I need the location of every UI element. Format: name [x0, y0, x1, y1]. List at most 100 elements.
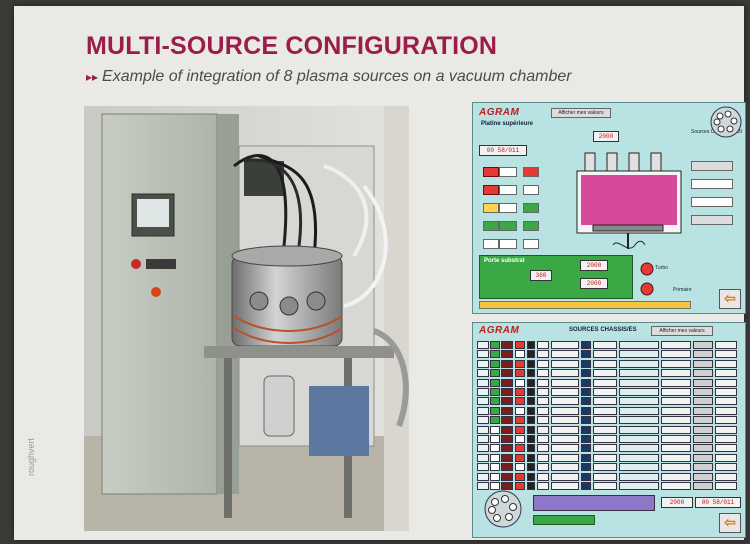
equipment-photo [84, 106, 409, 531]
table-cell[interactable] [515, 435, 525, 443]
brand-logo: AGRAM [479, 107, 520, 118]
table-cell [477, 472, 489, 481]
table-cell[interactable] [693, 341, 713, 349]
table-cell [527, 397, 535, 406]
table-cell [661, 350, 691, 359]
table-cell [537, 378, 549, 387]
table-cell [593, 425, 617, 434]
table-cell [537, 453, 549, 462]
source-toggle-10[interactable] [523, 239, 539, 249]
table-cell[interactable] [515, 425, 525, 434]
table-cell [619, 463, 659, 472]
table-cell [661, 378, 691, 387]
table-cell[interactable] [515, 472, 525, 481]
table-cell[interactable] [515, 369, 525, 378]
footer-display: 00 58/011 [695, 497, 741, 508]
table-cell[interactable] [515, 453, 525, 462]
lcd-d: 360 [530, 270, 552, 281]
source-toggle-3[interactable] [483, 203, 499, 213]
source-toggle-1[interactable] [483, 167, 499, 177]
table-cell[interactable] [515, 350, 525, 359]
source-toggle-2[interactable] [483, 185, 499, 195]
table-cell [715, 406, 737, 415]
platine-label: Platine supérieure [481, 121, 534, 127]
table-cell [661, 425, 691, 434]
table-cell [715, 350, 737, 359]
table-cell[interactable] [693, 369, 713, 378]
source-toggle-7[interactable] [523, 185, 539, 195]
table-cell [501, 482, 513, 490]
table-cell [477, 435, 489, 443]
table-cell [477, 425, 489, 434]
table-cell [551, 369, 579, 378]
source-toggle-4[interactable] [483, 221, 499, 231]
table-cell [715, 359, 737, 368]
table-cell[interactable] [693, 406, 713, 415]
table-cell[interactable] [515, 444, 525, 453]
source-toggle-8[interactable] [523, 203, 539, 213]
table-cell[interactable] [693, 472, 713, 481]
nav-back-button-2[interactable]: ⇦ [719, 513, 741, 533]
table-cell [537, 359, 549, 368]
table-cell [661, 406, 691, 415]
show-values-button-2[interactable]: Afficher mes valeurs [651, 326, 713, 336]
side-credit: roughvert [26, 437, 36, 476]
table-row [477, 388, 739, 397]
table-cell[interactable] [693, 463, 713, 472]
source-toggle-9[interactable] [523, 221, 539, 231]
table-cell[interactable] [515, 482, 525, 490]
table-cell [490, 388, 500, 396]
table-cell[interactable] [693, 453, 713, 462]
table-cell [501, 369, 513, 378]
table-cell [661, 472, 691, 481]
nav-back-button-1[interactable]: ⇦ [719, 289, 741, 309]
table-cell[interactable] [693, 350, 713, 359]
table-cell[interactable] [515, 359, 525, 368]
table-cell[interactable] [693, 359, 713, 368]
table-cell [537, 472, 549, 481]
table-cell[interactable] [515, 463, 525, 472]
table-cell[interactable] [693, 416, 713, 425]
table-cell[interactable] [515, 388, 525, 396]
table-cell [537, 444, 549, 453]
source-toggle-5[interactable] [483, 239, 499, 249]
table-cell [619, 350, 659, 359]
table-cell[interactable] [515, 406, 525, 415]
table-cell[interactable] [515, 378, 525, 387]
source-value-1 [499, 167, 517, 177]
table-row [477, 416, 739, 425]
table-cell [661, 435, 691, 443]
table-cell[interactable] [515, 416, 525, 425]
table-cell [537, 425, 549, 434]
table-cell [715, 369, 737, 378]
show-values-button[interactable]: Afficher mes valeurs [551, 108, 611, 118]
table-cell [581, 453, 591, 462]
table-cell[interactable] [693, 397, 713, 406]
table-cell [527, 444, 535, 453]
table-cell[interactable] [515, 397, 525, 406]
slide-title: MULTI-SOURCE CONFIGURATION [86, 32, 498, 60]
table-cell [593, 341, 617, 349]
table-cell [537, 341, 549, 349]
table-cell[interactable] [693, 425, 713, 434]
table-cell [537, 397, 549, 406]
table-cell [490, 341, 500, 349]
table-cell [477, 350, 489, 359]
table-cell[interactable] [693, 378, 713, 387]
table-cell[interactable] [693, 435, 713, 443]
table-cell [490, 453, 500, 462]
table-cell [715, 388, 737, 396]
status-bar [479, 301, 691, 309]
table-cell[interactable] [515, 341, 525, 349]
table-cell[interactable] [693, 444, 713, 453]
source-toggle-6[interactable] [523, 167, 539, 177]
table-cell[interactable] [693, 388, 713, 396]
table-cell[interactable] [693, 482, 713, 490]
table-cell [661, 397, 691, 406]
table-cell [593, 397, 617, 406]
table-cell [490, 350, 500, 359]
slide-subtitle: ▸▸Example of integration of 8 plasma sou… [86, 68, 572, 86]
sources-map-icon-2 [484, 490, 522, 528]
table-cell [537, 388, 549, 396]
table-cell [477, 463, 489, 472]
